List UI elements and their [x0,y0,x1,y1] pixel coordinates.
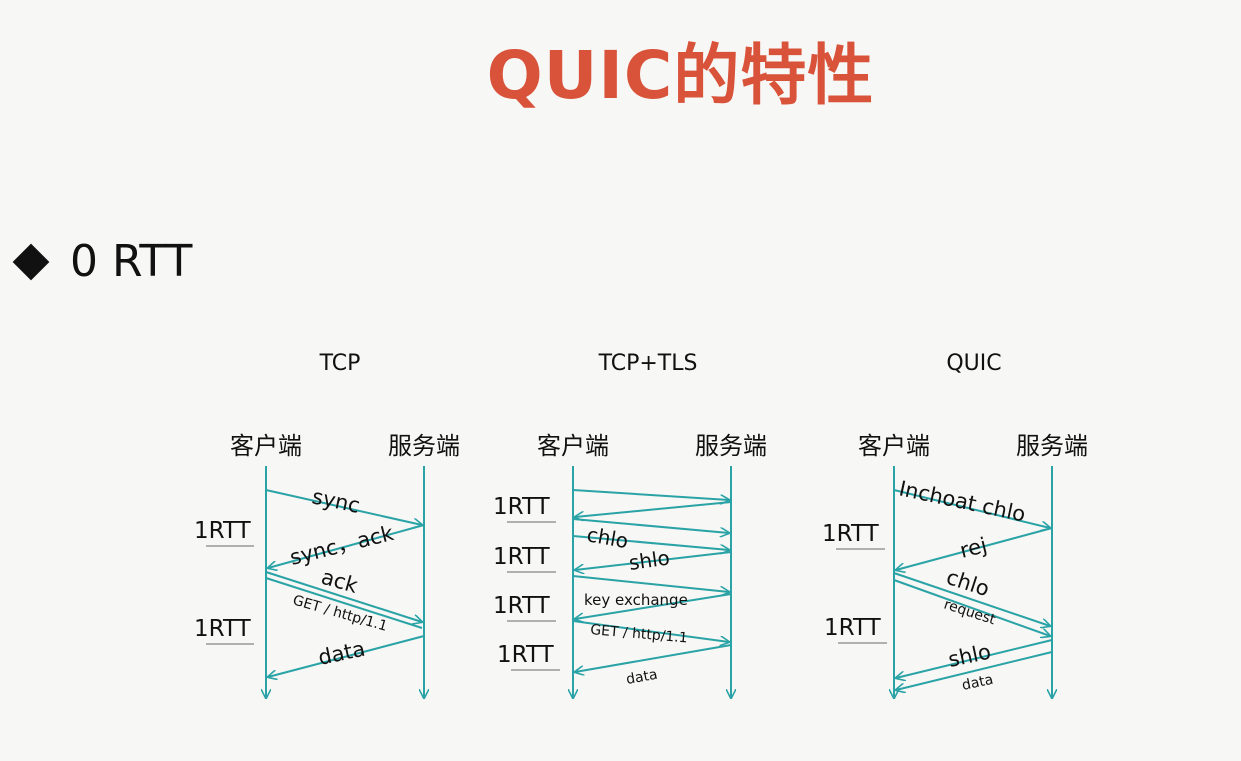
tcp-msg-label-3: ack [319,565,362,598]
tcptls-arrow-6 [572,575,729,592]
quic-arrow-5 [896,639,1053,678]
tcp-msg-arrow-3 [265,571,422,622]
panel-heading-quic: QUIC [946,351,1001,376]
tcp-server-label: 服务端 [388,432,460,460]
tcp-msg-label-2: sync，ack [287,521,396,570]
tcp-msg-label-1: sync [310,484,362,518]
quic-msg-label-2: rej [957,533,989,563]
quic-msg-label-3: chlo [943,565,992,601]
panel-heading-tcp: TCP [319,351,361,376]
tcp-msg-label-5: data [316,637,367,670]
tcptls-rtt-label-3: 1RTT [493,593,551,619]
tcp-client-label: 客户端 [230,432,302,460]
tcptls-rtt-label-1: 1RTT [493,494,551,520]
tcptls-client-label: 客户端 [537,432,609,460]
quic-client-label: 客户端 [858,432,930,460]
quic-arrow-3 [893,572,1050,626]
tcptls-msg-label-2: shlo [627,545,671,574]
panel-tcp-tls: TCP+TLS 客户端 服务端 chlo shlo key exchange G… [493,351,767,698]
tcptls-rtt-label-2: 1RTT [493,544,551,570]
quic-rtt-label-1: 1RTT [822,521,880,547]
quic-arrow-2 [896,527,1053,570]
panel-heading-tcp-tls: TCP+TLS [598,351,698,376]
tcptls-server-label: 服务端 [695,432,767,460]
bullet-text: 0 RTT [70,236,193,287]
quic-msg-label-1: Inchoat chlo [897,476,1028,526]
tcptls-arrow-1 [572,489,729,500]
quic-msg-label-5: shlo [946,639,993,671]
tcptls-arrow-5 [575,551,732,570]
tcp-msg-arrow-2 [268,524,425,568]
tcp-msg-arrow-3b [265,577,423,629]
tcptls-msg-label-3: key exchange [584,591,688,609]
tcptls-rtt-label-4: 1RTT [497,642,555,668]
tcptls-msg-label-4: GET / http/1.1 [590,622,689,646]
tcptls-arrow-8 [572,620,729,642]
tcp-msg-arrow-4 [268,635,425,677]
quic-arrow-1 [893,489,1050,528]
page-title: QUIC的特性 [486,37,875,114]
quic-arrow-6 [896,651,1053,690]
tcptls-arrow-4 [572,535,729,550]
tcptls-arrow-3 [572,518,729,533]
tcptls-msg-label-1: chlo [585,522,630,553]
bullet-item: 0 RTT [12,236,192,287]
tcp-rtt-label-1: 1RTT [194,518,252,544]
tcptls-arrow-7 [575,593,732,619]
tcptls-arrow-2 [575,501,732,517]
quic-msg-label-6: data [961,672,995,694]
panel-quic: QUIC 客户端 服务端 Inchoat chlo rej chlo reque… [822,351,1088,698]
quic-rtt-label-2: 1RTT [824,615,882,641]
quic-server-label: 服务端 [1016,432,1088,460]
tcptls-arrow-9 [575,644,732,672]
tcp-rtt-label-2: 1RTT [194,616,252,642]
tcp-msg-arrow-1 [265,489,422,525]
panel-tcp: TCP 客户端 服务端 sync sync，ack ack GET / http… [194,351,460,698]
quic-msg-label-4: request [942,597,998,629]
quic-arrow-4 [893,579,1050,636]
tcptls-msg-label-5: data [625,667,659,688]
